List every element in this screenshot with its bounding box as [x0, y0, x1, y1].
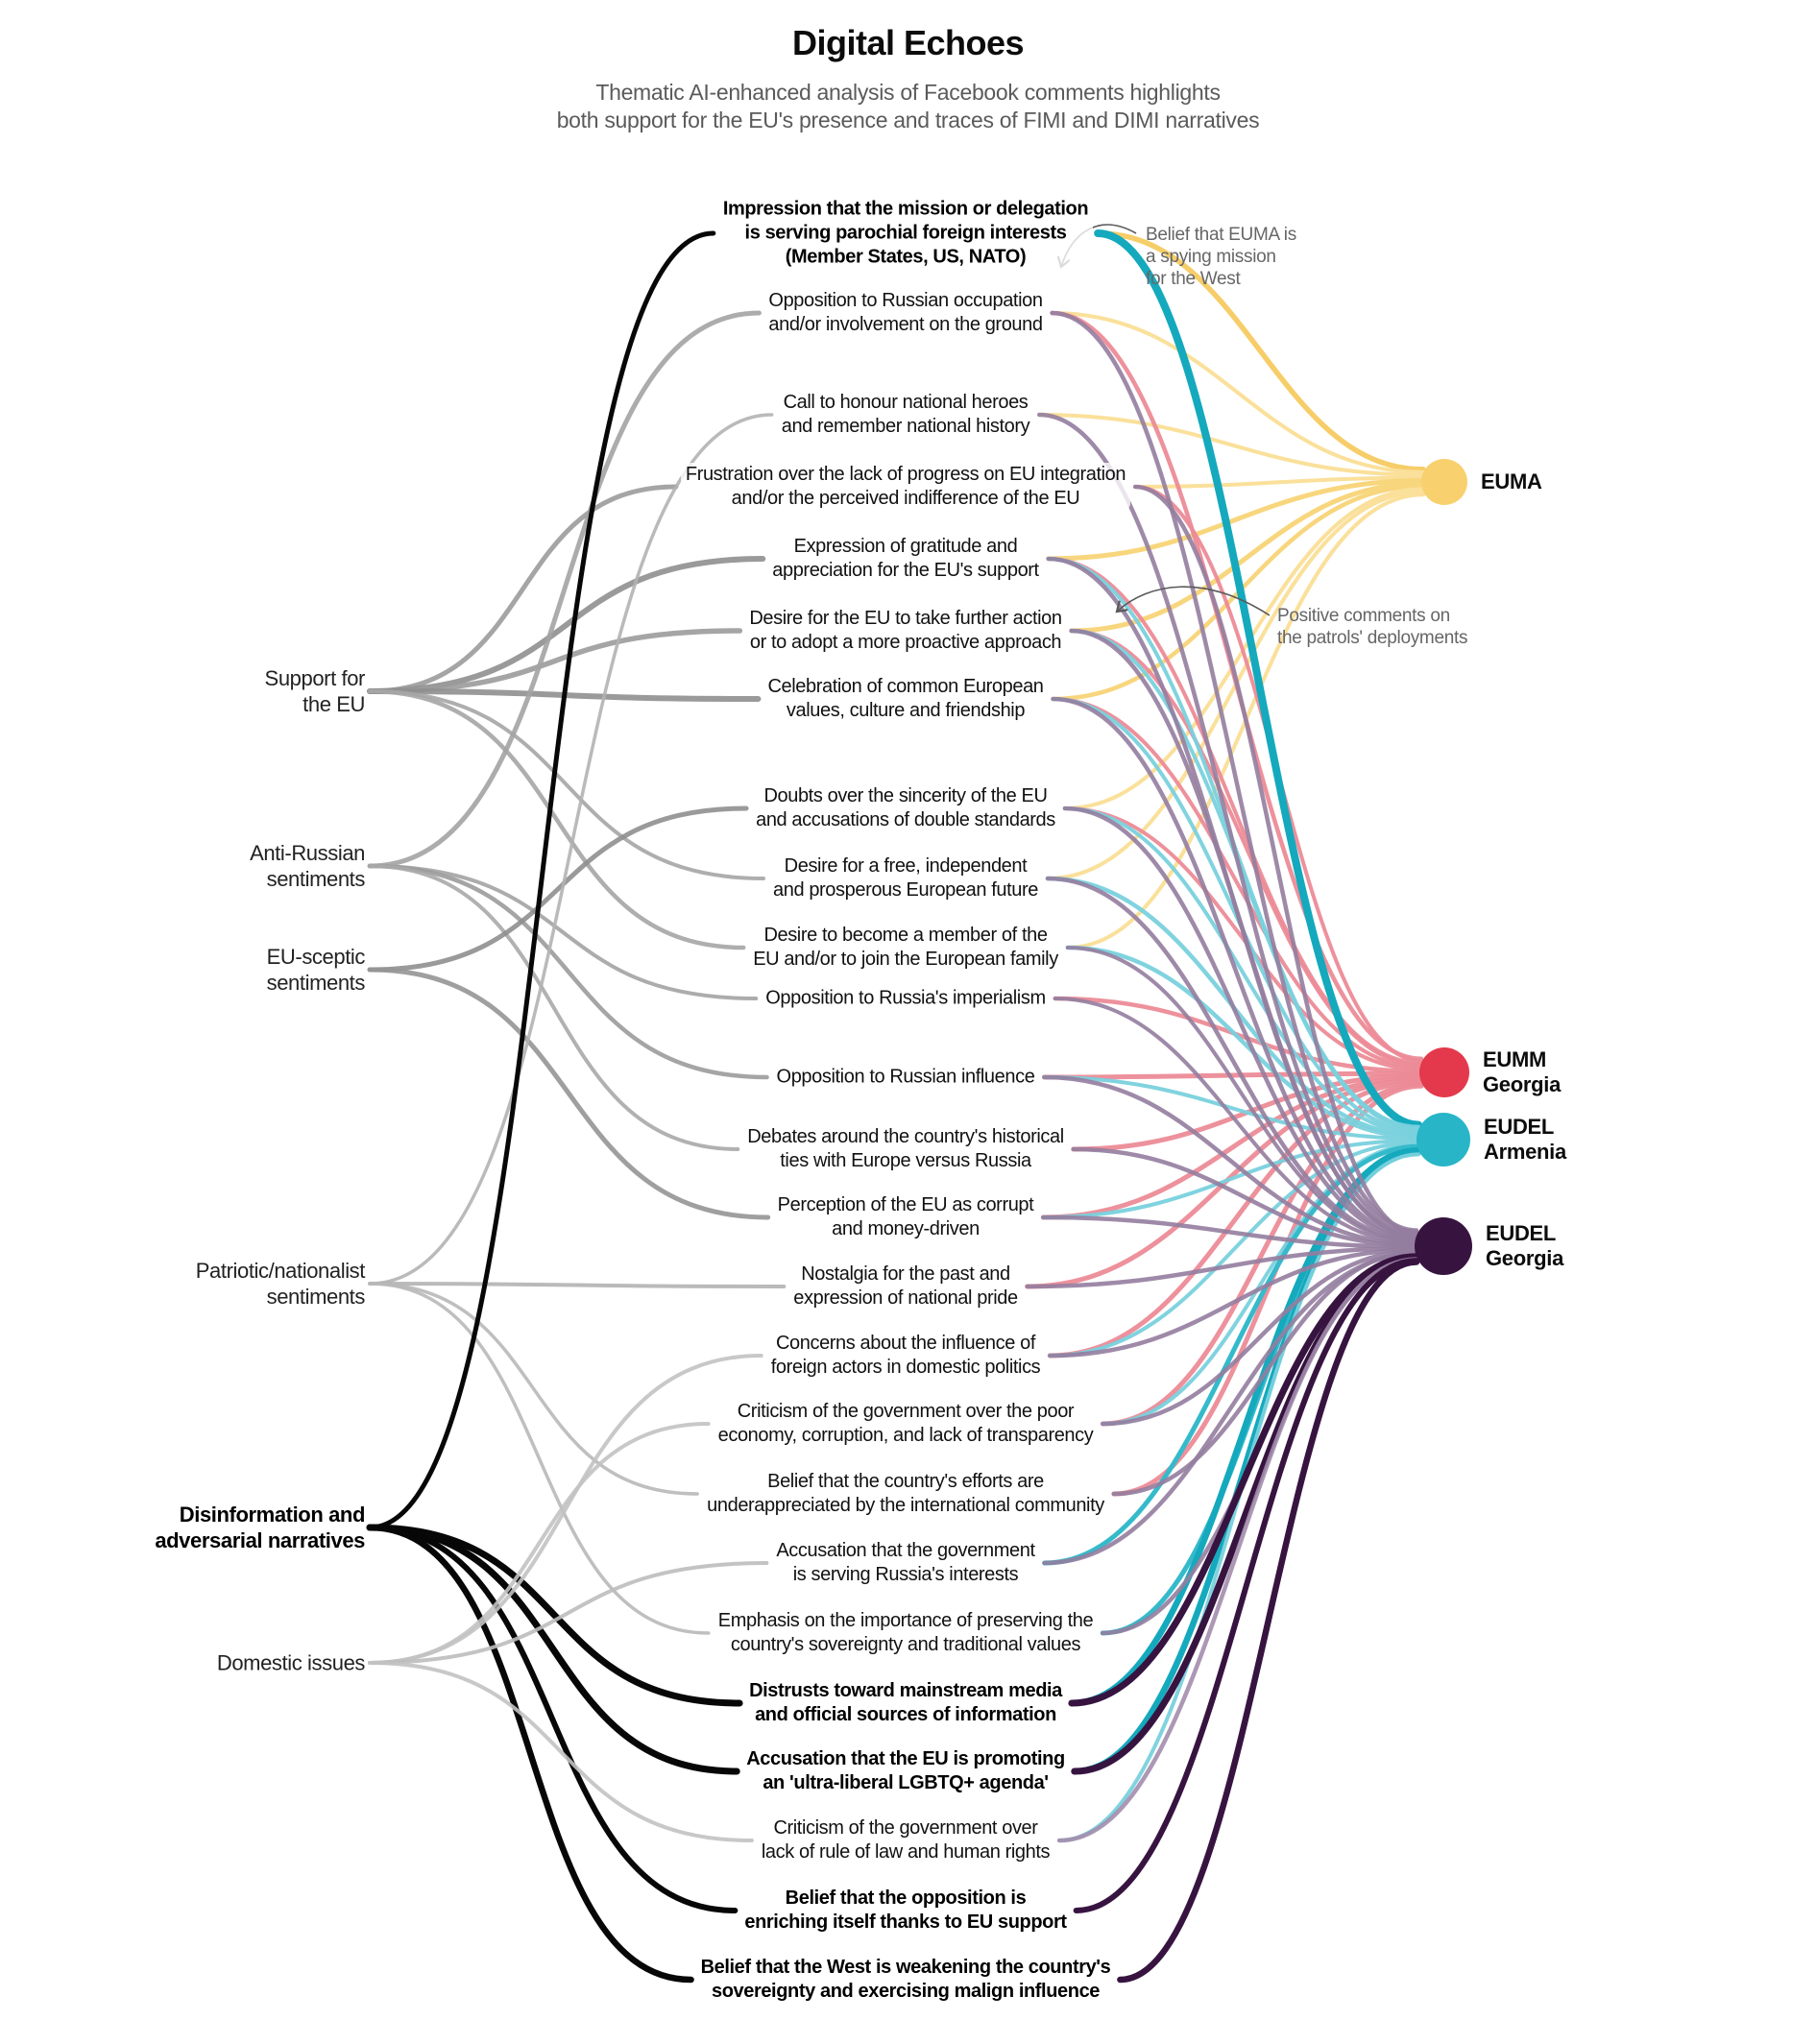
theme-label: Emphasis on the importance of preserving… — [627, 1609, 1184, 1657]
theme-label: Desire for a free, independent and prosp… — [627, 854, 1184, 902]
chart-subtitle: Thematic AI-enhanced analysis of Faceboo… — [556, 80, 1260, 132]
theme-label: Call to honour national heroes and remem… — [627, 391, 1184, 439]
node-label-eumm-georgia: EUMM Georgia — [1483, 1047, 1562, 1096]
node-circle-euma — [1421, 459, 1467, 505]
flow-link-right — [1050, 310, 1419, 1233]
category-label: Anti-Russian sentiments — [250, 841, 365, 891]
node-circle-eudel-georgia — [1415, 1217, 1472, 1275]
annotation-spying: Belief that EUMA is a spying mission for… — [1146, 225, 1296, 289]
category-label: Domestic issues — [216, 1650, 366, 1675]
flow-link-right — [1051, 484, 1426, 702]
theme-label: Debates around the country's historical … — [627, 1125, 1184, 1173]
theme-label: Desire for the EU to take further action… — [627, 607, 1184, 655]
flow-link-left — [367, 484, 679, 694]
theme-label: Nostalgia for the past and expression of… — [627, 1262, 1184, 1311]
theme-label: Opposition to Russian influence — [627, 1065, 1184, 1090]
theme-label: Expression of gratitude and appreciation… — [627, 535, 1184, 583]
theme-label: Celebration of common European values, c… — [627, 675, 1184, 723]
theme-label: Desire to become a member of the EU and/… — [627, 924, 1184, 972]
theme-label: Opposition to Russian occupation and/or … — [627, 289, 1184, 337]
theme-label: Criticism of the government over the poo… — [627, 1400, 1184, 1448]
node-label-eudel-armenia: EUDEL Armenia — [1484, 1115, 1566, 1164]
theme-label: Distrusts toward mainstream media and of… — [627, 1679, 1184, 1727]
category-label: Patriotic/nationalist sentiments — [195, 1259, 366, 1309]
category-label: Disinformation and adversarial narrative… — [155, 1503, 365, 1552]
category-label: EU-sceptic sentiments — [266, 945, 366, 995]
node-label-eudel-georgia: EUDEL Georgia — [1486, 1221, 1564, 1270]
flow-link-right — [1048, 1141, 1420, 1358]
category-label: Support for the EU — [264, 666, 366, 716]
theme-label: Concerns about the influence of foreign … — [627, 1332, 1184, 1380]
theme-label: Accusation that the government is servin… — [627, 1539, 1184, 1587]
chart-title: Digital Echoes — [791, 23, 1025, 62]
theme-label: Criticism of the government over lack of… — [627, 1816, 1184, 1864]
theme-label: Accusation that the EU is promoting an '… — [627, 1747, 1184, 1795]
flow-link-left — [368, 1282, 699, 1496]
flow-link-right — [1065, 945, 1421, 1140]
annotation-patrols: Positive comments on the patrols' deploy… — [1277, 606, 1468, 648]
node-circle-eudel-armenia — [1416, 1113, 1470, 1166]
theme-label: Belief that the country's efforts are un… — [627, 1470, 1184, 1518]
flow-link-right — [1025, 1077, 1424, 1289]
node-label-euma: EUMA — [1481, 469, 1542, 493]
theme-label: Frustration over the lack of progress on… — [627, 463, 1184, 511]
theme-label: Opposition to Russia's imperialism — [627, 986, 1184, 1011]
theme-label: Perception of the EU as corrupt and mone… — [627, 1193, 1184, 1241]
theme-label: Belief that the West is weakening the co… — [627, 1956, 1184, 2004]
theme-label: Doubts over the sincerity of the EU and … — [627, 784, 1184, 832]
theme-label: Impression that the mission or delegatio… — [627, 197, 1184, 270]
theme-label: Belief that the opposition is enriching … — [627, 1887, 1184, 1935]
node-circle-eumm-georgia — [1419, 1047, 1469, 1097]
